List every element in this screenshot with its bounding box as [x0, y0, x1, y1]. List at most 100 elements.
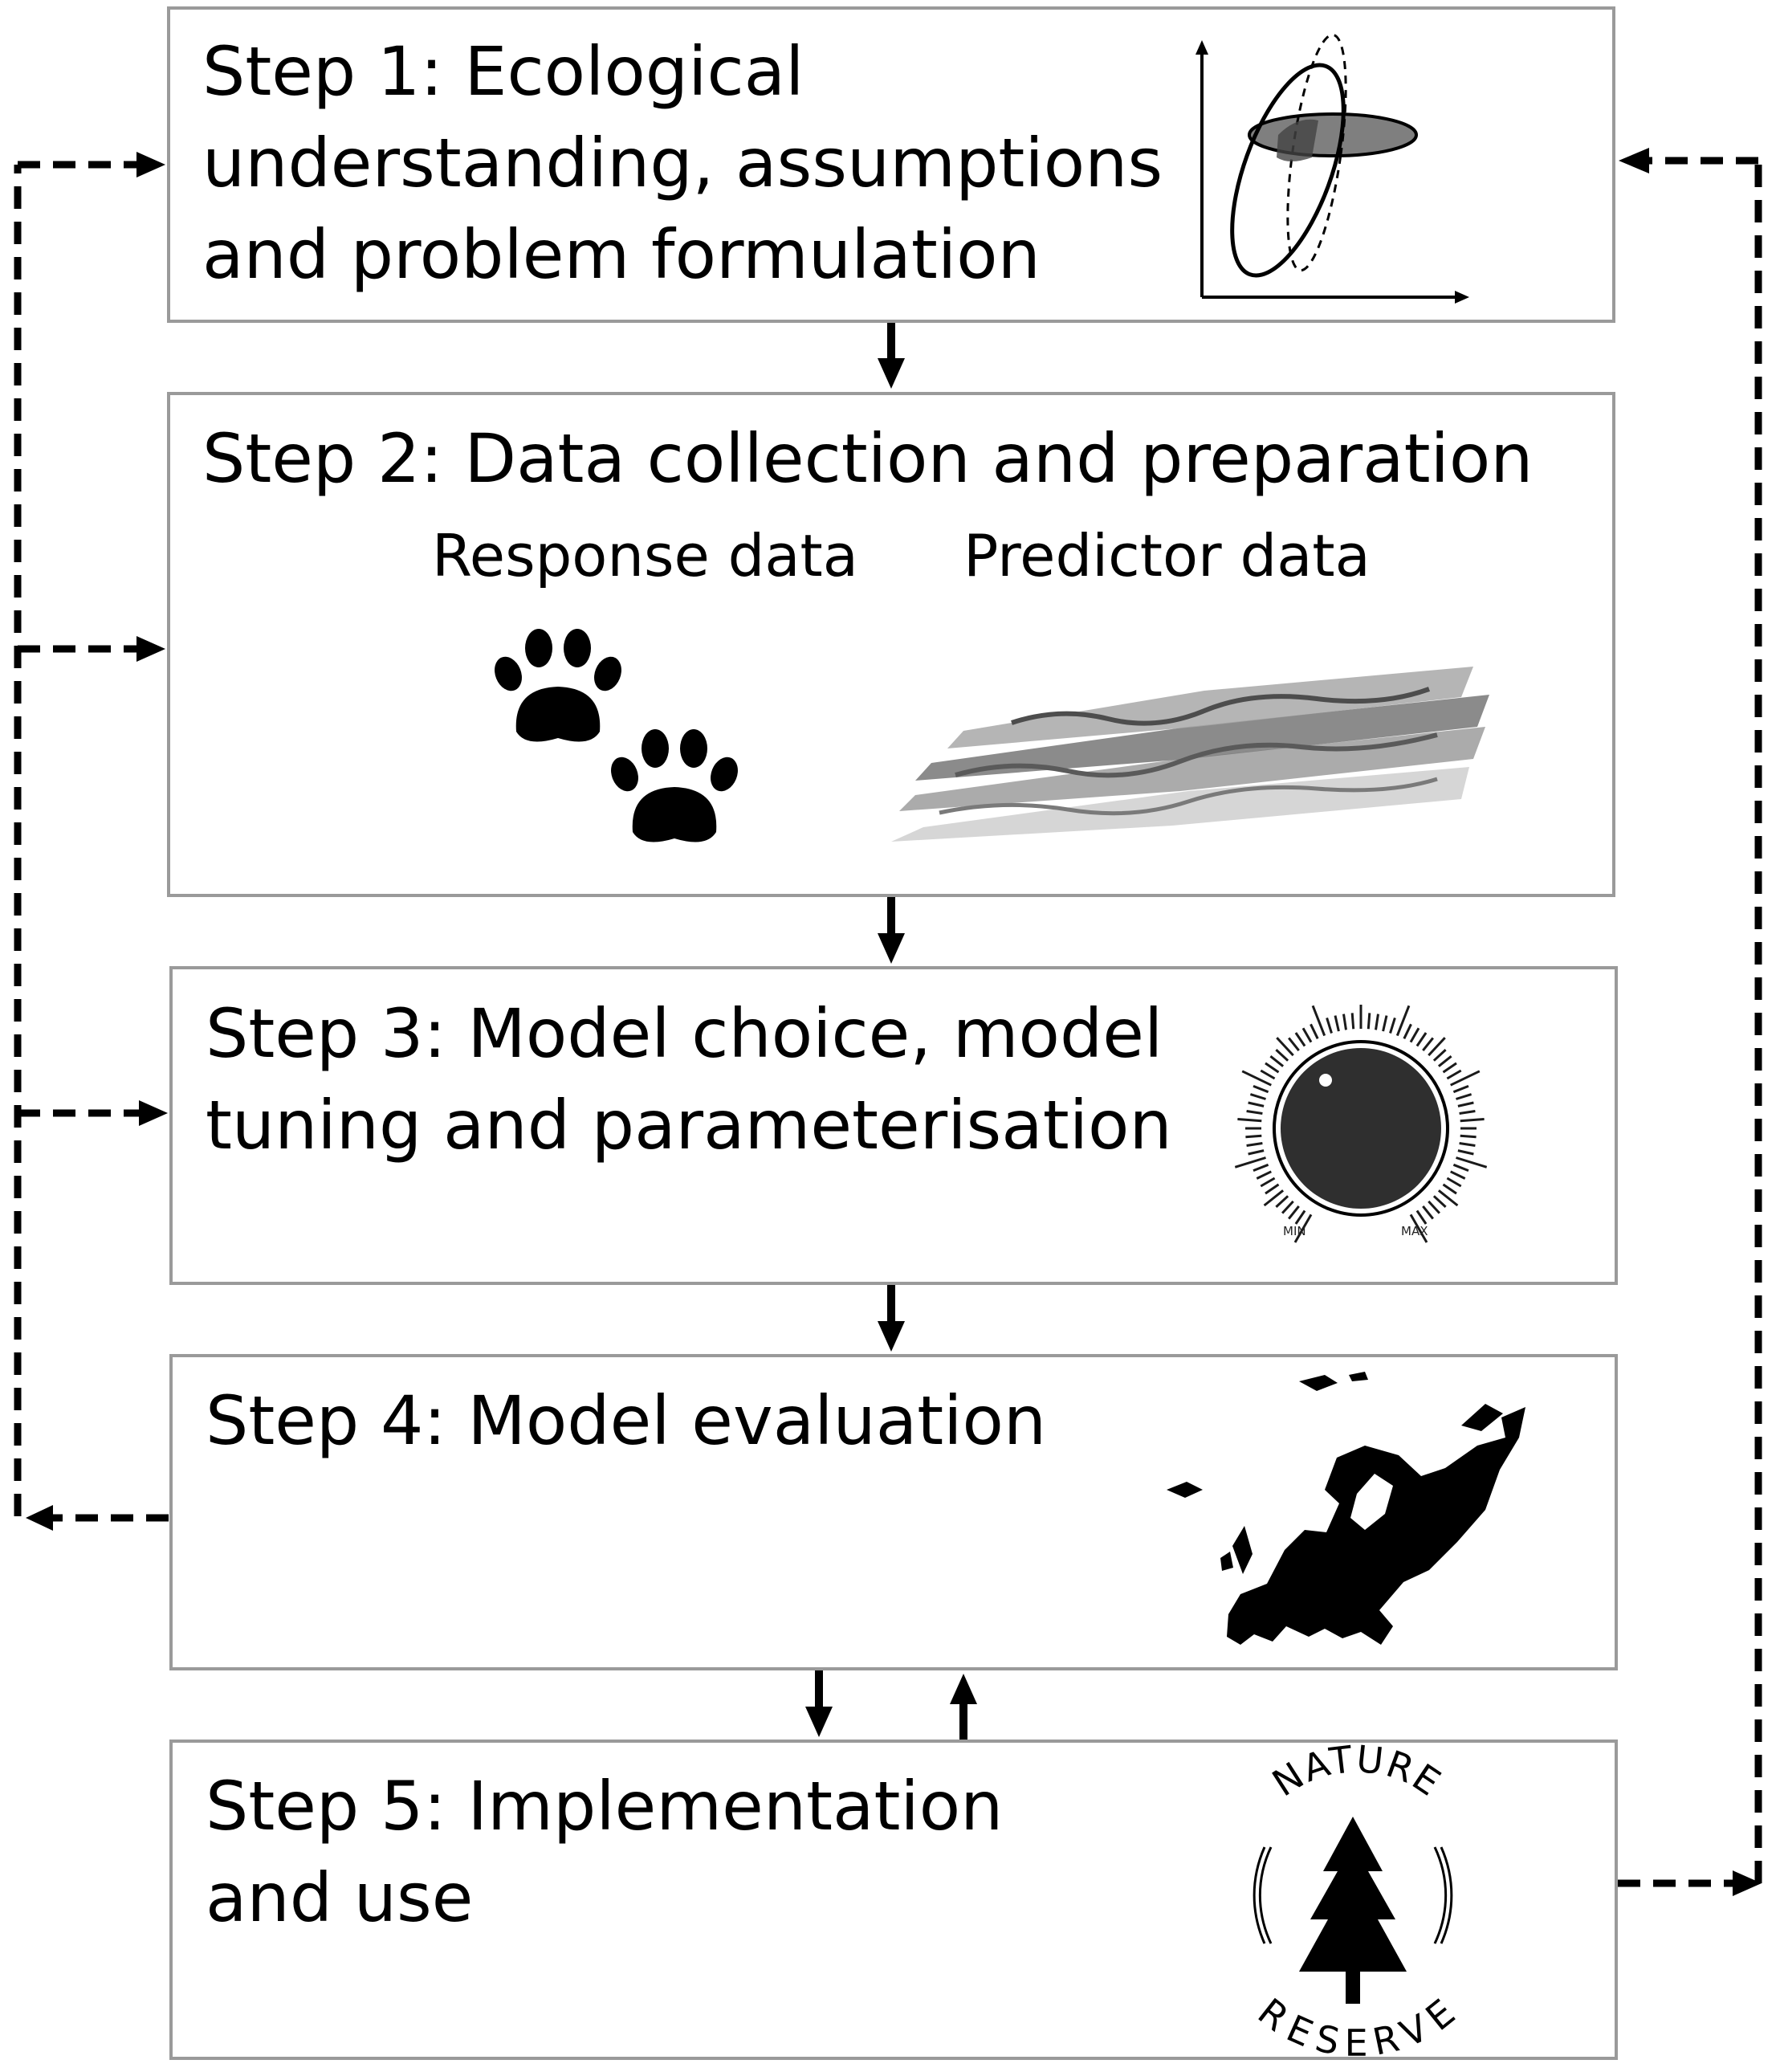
knob-tick — [1367, 1013, 1371, 1030]
knob-tick — [1293, 1213, 1313, 1243]
step-3-box: Step 3: Model choice, model tuning and p… — [169, 966, 1618, 1285]
knob-tick — [1446, 1069, 1462, 1080]
niche-ellipses-plot-icon — [1195, 33, 1469, 304]
knob-tick — [1422, 1037, 1434, 1052]
knob-tick — [1409, 1213, 1428, 1243]
data-layers-icon — [891, 667, 1489, 842]
step-4-title: Step 4: Model evaluation — [206, 1381, 1046, 1460]
knob-tick — [1288, 1205, 1300, 1220]
knob-tick — [1260, 1177, 1276, 1188]
knob-tick — [1288, 1037, 1300, 1052]
knob-tick — [1237, 1118, 1262, 1123]
knob-tick — [1245, 1134, 1262, 1139]
europe-map-icon — [1167, 1372, 1525, 1645]
knob-tick — [1241, 1070, 1272, 1087]
step-2-title: Step 2: Data collection and preparation — [202, 419, 1534, 498]
knob-tick — [1395, 1005, 1411, 1037]
knob-tick — [1457, 1101, 1474, 1107]
knob-tick — [1457, 1149, 1474, 1156]
knob-tick — [1350, 1013, 1355, 1030]
knob-tick — [1311, 1005, 1326, 1037]
knob-tick — [1452, 1085, 1469, 1094]
knob-tick — [1260, 1069, 1276, 1080]
step-5-title-line-2: and use — [206, 1858, 473, 1937]
knob-tick — [1460, 1134, 1477, 1139]
knob-tick — [1389, 1017, 1396, 1034]
knob-tick — [1248, 1101, 1265, 1107]
step-1-title-line-1: Step 1: Ecological — [202, 32, 804, 111]
knob-tick — [1246, 1110, 1263, 1115]
knob-tick — [1294, 1209, 1306, 1225]
knob-tick — [1459, 1110, 1476, 1115]
step-1-title-line-2: understanding, assumptions — [202, 124, 1163, 202]
knob-tick — [1275, 1048, 1289, 1062]
knob-tick — [1459, 1142, 1476, 1147]
predictor-data-label: Predictor data — [963, 522, 1371, 589]
knob-max-label: MAX — [1401, 1224, 1428, 1238]
step-4-box: Step 4: Model evaluation — [169, 1354, 1618, 1670]
knob-tick — [1310, 1023, 1319, 1039]
knob-tick — [1460, 1118, 1485, 1123]
knob-tick — [1415, 1209, 1428, 1225]
step-1-box: Step 1: Ecological understanding, assump… — [167, 6, 1615, 323]
knob-tick — [1403, 1023, 1412, 1039]
knob-tick — [1450, 1170, 1466, 1180]
knob-tick — [1415, 1032, 1428, 1047]
knob-tick — [1437, 1055, 1452, 1067]
knob-tick — [1265, 1183, 1280, 1195]
knob-tick — [1275, 1195, 1289, 1209]
pine-tree-icon — [1299, 1817, 1407, 2004]
response-data-label: Response data — [432, 522, 858, 589]
knob-tick — [1409, 1027, 1420, 1043]
knob-tick — [1265, 1062, 1280, 1074]
tuning-knob-icon: MIN MAX — [1234, 1005, 1488, 1243]
knob-tick — [1342, 1014, 1347, 1030]
step-1-title-line-3: and problem formulation — [202, 215, 1041, 294]
knob-tick — [1326, 1017, 1333, 1034]
knob-tick — [1248, 1149, 1265, 1156]
step-5-box: Step 5: Implementation and use NATURE RE… — [169, 1737, 1618, 2065]
knob-tick — [1256, 1170, 1272, 1180]
knob-tick — [1301, 1027, 1313, 1043]
knob-tick — [1269, 1055, 1285, 1067]
knob-min-label: MIN — [1283, 1224, 1306, 1238]
right-feedback-loop — [1618, 148, 1762, 1896]
knob-tick — [1422, 1205, 1434, 1220]
step-3-title-line-2: tuning and parameterisation — [206, 1086, 1172, 1164]
knob-tick — [1375, 1014, 1379, 1030]
knob-tick — [1263, 1189, 1285, 1207]
knob-tick — [1456, 1156, 1488, 1169]
step-5-title-line-1: Step 5: Implementation — [206, 1767, 1003, 1846]
connector-step1-to-step2 — [878, 323, 905, 389]
knob-tick — [1446, 1177, 1462, 1188]
knob-tick — [1334, 1015, 1340, 1032]
knob-tick — [1432, 1048, 1447, 1062]
knob-tick — [1442, 1183, 1457, 1195]
knob-tick — [1234, 1156, 1266, 1169]
connector-step4-to-step5 — [805, 1670, 833, 1737]
knob-tick — [1253, 1163, 1269, 1172]
knob-tick — [1452, 1163, 1469, 1172]
knob-tick — [1253, 1085, 1269, 1094]
knob-tick — [1437, 1189, 1459, 1207]
knob-tick — [1442, 1062, 1457, 1074]
knob-tick — [1276, 1037, 1294, 1057]
knob-tick — [1281, 1200, 1294, 1214]
connector-step5-to-step4 — [950, 1674, 977, 1740]
knob-tick — [1246, 1142, 1263, 1147]
knob-tick — [1382, 1015, 1388, 1032]
knob-tick — [1249, 1093, 1266, 1100]
connector-step2-to-step3 — [878, 897, 905, 964]
step-3-title-line-1: Step 3: Model choice, model — [206, 994, 1163, 1073]
connector-step3-to-step4 — [878, 1285, 905, 1352]
knob-tick — [1456, 1093, 1472, 1100]
knob-tick — [1294, 1032, 1306, 1047]
step-2-box: Step 2: Data collection and preparation … — [167, 392, 1615, 897]
knob-tick — [1450, 1070, 1481, 1087]
knob-tick — [1428, 1037, 1446, 1057]
knob-tick — [1428, 1200, 1441, 1214]
left-feedback-loop — [14, 152, 169, 1531]
knob-tick — [1432, 1195, 1447, 1209]
paw-prints-icon — [495, 629, 738, 842]
